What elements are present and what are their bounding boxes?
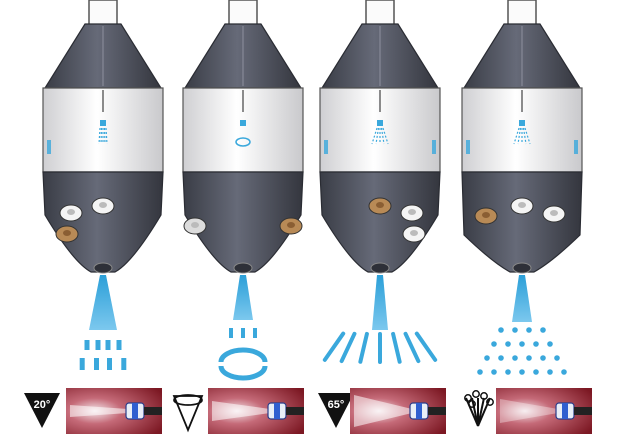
lance-unit-2 — [182, 0, 304, 381]
nozzle-head — [461, 171, 583, 273]
spray-angle-label: 65° — [328, 399, 345, 411]
rotating-jet-icon — [235, 120, 251, 147]
rotating-jet-icon-symbol — [172, 394, 204, 433]
fan-jet-icon — [324, 120, 436, 154]
fan-jet-icon-symbol: 65° — [318, 393, 354, 428]
angle-triangle-icon — [24, 393, 60, 428]
spray-beam — [89, 275, 117, 330]
nozzle-head — [42, 171, 164, 273]
spray-photo-2 — [208, 388, 304, 434]
spray-beam — [233, 275, 253, 320]
narrow-jet-icon-symbol: 20° — [24, 393, 60, 428]
spray-photo-3 — [350, 388, 446, 434]
nozzle-head — [319, 171, 441, 273]
spray-beam — [372, 275, 388, 330]
angle-triangle-icon — [318, 393, 354, 428]
lance-unit-4 — [461, 0, 583, 375]
lance-unit-1 — [42, 0, 164, 370]
spray-photo-4 — [496, 388, 592, 434]
spray-beam — [512, 275, 532, 322]
foam-jet-icon — [466, 120, 578, 154]
lance-unit-3 — [319, 0, 441, 364]
narrow-jet-icon — [47, 120, 108, 154]
spray-photo-1 — [66, 388, 162, 434]
foam-jet-icon-symbol — [464, 390, 494, 427]
spray-angle-label: 20° — [34, 399, 51, 411]
